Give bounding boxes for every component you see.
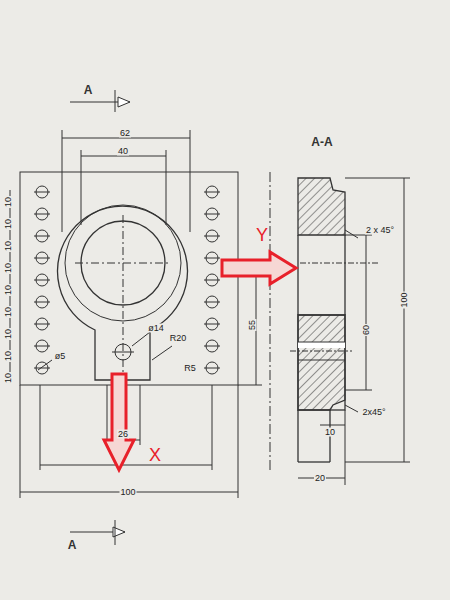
dimension-label: 10 (4, 240, 13, 252)
section-mark: A (67, 539, 78, 551)
center-line (34, 214, 50, 215)
dimension-label: 40 (117, 147, 129, 156)
center-line (34, 346, 50, 347)
dimension-label: 100 (400, 291, 409, 308)
section-mark: A (83, 84, 94, 96)
center-line (34, 302, 50, 303)
dimension-label: 10 (4, 218, 13, 230)
dimension-label: 62 (119, 129, 131, 138)
dimension-label: 10 (4, 328, 13, 340)
center-line (204, 192, 220, 193)
dimension-label: 10 (4, 284, 13, 296)
dimension-label: 100 (119, 488, 136, 497)
center-line (204, 236, 220, 237)
dimension-label: ø14 (147, 324, 165, 333)
center-line (204, 368, 220, 369)
center-line (34, 324, 50, 325)
center-line (204, 346, 220, 347)
center-line (204, 324, 220, 325)
center-line (34, 258, 50, 259)
dimension-label: 60 (362, 324, 371, 336)
dimension-label: R5 (183, 364, 197, 373)
center-line (34, 192, 50, 193)
center-line (34, 236, 50, 237)
center-line (34, 280, 50, 281)
dimension-label: 2 x 45° (365, 226, 395, 235)
dimension-label: 10 (4, 350, 13, 362)
axis-label: Y (255, 226, 269, 244)
center-line (204, 258, 220, 259)
center-line (204, 302, 220, 303)
center-line (204, 214, 220, 215)
dimension-label: 10 (4, 196, 13, 208)
axis-label: X (148, 446, 162, 464)
dimension-label: ø5 (54, 352, 67, 361)
dimension-label: 10 (4, 262, 13, 274)
dimension-label: 10 (4, 306, 13, 318)
dimension-label: 55 (248, 319, 257, 331)
center-line (204, 280, 220, 281)
dimension-label: 26 (117, 430, 129, 439)
dimension-label: 10 (324, 428, 336, 437)
center-line (34, 368, 50, 369)
dimension-label: 2x45° (361, 408, 386, 417)
dimension-label: R20 (169, 334, 188, 343)
section-title: A-A (310, 136, 333, 148)
dimension-label: 20 (314, 474, 326, 483)
dimension-label: 10 (4, 372, 13, 384)
